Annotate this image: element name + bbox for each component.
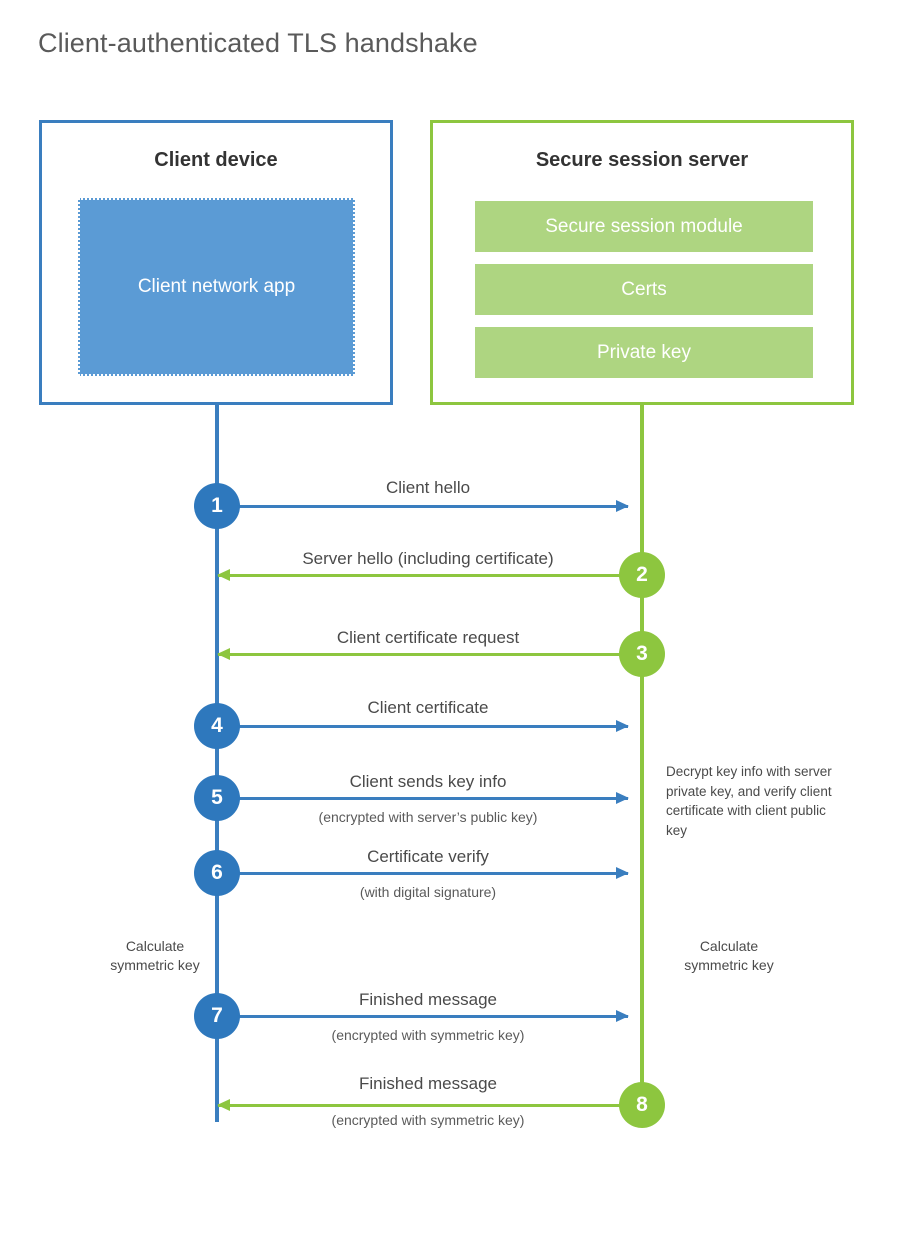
- message-label-4: Client certificate: [367, 698, 489, 717]
- step-circle-5[interactable]: 5: [194, 775, 240, 821]
- step-circle-4[interactable]: 4: [194, 703, 240, 749]
- client-network-app-block: Client network app: [78, 198, 355, 376]
- step-circle-7[interactable]: 7: [194, 993, 240, 1039]
- note-server-decrypt: Decrypt key info with server private key…: [666, 764, 832, 838]
- message-arrow-4: [217, 720, 629, 732]
- message-label-8: Finished message: [359, 1074, 497, 1093]
- note-server-calculate-symmetric-key: Calculate symmetric key: [684, 938, 774, 973]
- message-label-1: Client hello: [385, 478, 471, 497]
- server-block-secure-session-module: Secure session module: [475, 201, 813, 252]
- message-sublabel-6: (with digital signature): [359, 884, 497, 900]
- message-label-2: Server hello (including certificate): [302, 549, 554, 568]
- message-sublabel-7: (encrypted with symmetric key): [331, 1027, 525, 1043]
- lifeline-server: [640, 405, 644, 1105]
- step-circle-2[interactable]: 2: [619, 552, 665, 598]
- message-arrow-6: [217, 867, 629, 879]
- lifeline-client: [215, 405, 219, 1122]
- note-client-calculate-symmetric-key: Calculate symmetric key: [110, 938, 200, 973]
- message-sublabel-5: (encrypted with server’s public key): [318, 809, 538, 825]
- message-label-6: Certificate verify: [367, 847, 489, 866]
- message-arrow-7: [217, 1010, 629, 1022]
- step-circle-1[interactable]: 1: [194, 483, 240, 529]
- message-arrow-8: [217, 1099, 638, 1111]
- message-arrow-5: [217, 792, 629, 804]
- participant-title-client: Client device: [154, 149, 278, 171]
- participant-box-server: Secure session server Secure session mod…: [430, 120, 854, 405]
- message-sublabel-8: (encrypted with symmetric key): [331, 1112, 525, 1128]
- server-block-private-key: Private key: [475, 327, 813, 378]
- message-label-5: Client sends key info: [349, 772, 507, 791]
- message-arrow-2: [217, 569, 638, 581]
- message-arrow-1: [217, 500, 629, 512]
- message-label-3: Client certificate request: [336, 628, 520, 647]
- step-circle-3[interactable]: 3: [619, 631, 665, 677]
- server-block-certs: Certs: [475, 264, 813, 315]
- participant-box-client: Client device Client network app: [39, 120, 393, 405]
- message-label-7: Finished message: [359, 990, 497, 1009]
- page-title: Client-authenticated TLS handshake: [38, 28, 478, 58]
- step-circle-8[interactable]: 8: [619, 1082, 665, 1128]
- participant-title-server: Secure session server: [535, 149, 749, 171]
- step-circle-6[interactable]: 6: [194, 850, 240, 896]
- message-arrow-3: [217, 648, 638, 660]
